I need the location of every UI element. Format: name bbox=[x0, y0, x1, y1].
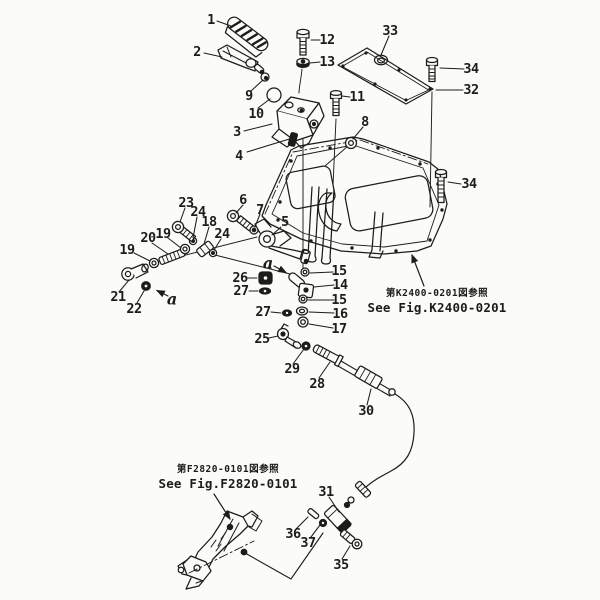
part-bolt-34-right bbox=[434, 168, 448, 204]
part-label-27: 27 bbox=[233, 283, 249, 299]
part-label-31: 31 bbox=[318, 484, 334, 500]
figure-reference-en: See Fig.K2400-0201 bbox=[367, 300, 507, 316]
part-label-10: 10 bbox=[248, 106, 264, 122]
part-label-24: 24 bbox=[190, 204, 206, 220]
part-lever-assembly-bottom bbox=[177, 510, 263, 590]
part-label-29: 29 bbox=[284, 361, 300, 377]
part-label-32: 32 bbox=[463, 82, 479, 98]
part-label-15: 15 bbox=[331, 263, 347, 279]
part-cable-end-31 bbox=[240, 504, 352, 580]
part-threaded-rod-28 bbox=[312, 344, 344, 368]
part-label-19: 19 bbox=[119, 242, 135, 258]
part-bellcrank-5 bbox=[254, 218, 311, 265]
part-nut-17 bbox=[297, 316, 309, 328]
parts-center-joint bbox=[258, 267, 344, 368]
part-label-2: 2 bbox=[193, 44, 201, 60]
part-nut-19a bbox=[179, 243, 191, 255]
part-label-37: 37 bbox=[300, 535, 316, 551]
part-label-22: 22 bbox=[126, 301, 142, 317]
part-bolt-23 bbox=[171, 220, 197, 243]
part-pedal-pad bbox=[224, 16, 269, 58]
part-bolt-34-top bbox=[425, 56, 439, 83]
part-label-6: 6 bbox=[239, 192, 247, 208]
part-label-9: 9 bbox=[245, 88, 253, 104]
part-label-19: 19 bbox=[155, 226, 171, 242]
part-washer-37 bbox=[318, 518, 328, 528]
part-nut-19b bbox=[148, 257, 160, 269]
part-label-36: 36 bbox=[285, 526, 301, 542]
part-label-14: 14 bbox=[332, 277, 348, 293]
figure-reference-en: See Fig.F2820-0101 bbox=[158, 476, 298, 492]
part-label-17: 17 bbox=[331, 321, 347, 337]
match-marker-a-2: a bbox=[262, 253, 274, 273]
part-label-5: 5 bbox=[281, 214, 289, 230]
part-label-15: 15 bbox=[331, 292, 347, 308]
part-bolt-35 bbox=[339, 529, 363, 550]
figure-reference-jp: 第F2820-0101図参照 bbox=[176, 464, 280, 475]
part-label-18: 18 bbox=[201, 214, 217, 230]
lever-hook bbox=[317, 192, 342, 232]
part-bolt-11 bbox=[329, 89, 343, 117]
part-label-34: 34 bbox=[463, 61, 479, 77]
part-washer-15a bbox=[300, 267, 310, 277]
part-label-3: 3 bbox=[233, 124, 241, 140]
part-lever-2 bbox=[217, 44, 265, 75]
part-label-21: 21 bbox=[110, 289, 126, 305]
part-ball-stud-9 bbox=[260, 72, 270, 82]
part-pin-14 bbox=[288, 272, 315, 299]
part-label-12: 12 bbox=[319, 32, 335, 48]
part-nut-13 bbox=[296, 57, 310, 69]
parts-left-linkage bbox=[121, 220, 218, 291]
part-washer-7 bbox=[249, 225, 259, 235]
part-housing bbox=[261, 136, 448, 265]
part-label-34: 34 bbox=[461, 176, 477, 192]
part-fitting-18 bbox=[196, 240, 214, 258]
part-washer-15b bbox=[298, 294, 308, 304]
part-label-24: 24 bbox=[214, 226, 230, 242]
part-nut-8 bbox=[344, 136, 358, 150]
part-label-8: 8 bbox=[361, 114, 369, 130]
part-cover-plate-32 bbox=[337, 47, 434, 105]
part-label-33: 33 bbox=[382, 23, 398, 39]
part-label-7: 7 bbox=[256, 202, 264, 218]
part-label-27: 27 bbox=[255, 304, 271, 320]
part-label-35: 35 bbox=[333, 557, 349, 573]
part-label-26: 26 bbox=[232, 270, 248, 286]
part-bolt-6 bbox=[226, 209, 254, 232]
part-label-28: 28 bbox=[309, 376, 325, 392]
part-label-11: 11 bbox=[349, 89, 365, 105]
part-label-30: 30 bbox=[358, 403, 374, 419]
part-label-16: 16 bbox=[332, 306, 348, 322]
match-marker-a-1: a bbox=[166, 289, 178, 309]
housing-bolt-holes bbox=[276, 146, 444, 253]
part-bracket-3 bbox=[271, 96, 325, 149]
part-label-13: 13 bbox=[319, 54, 335, 70]
part-label-25: 25 bbox=[254, 331, 270, 347]
part-rod-end-25 bbox=[276, 323, 302, 349]
part-label-23: 23 bbox=[178, 195, 194, 211]
part-label-1: 1 bbox=[207, 12, 215, 28]
housing-prongs bbox=[306, 186, 384, 265]
part-ball-10 bbox=[266, 87, 282, 103]
part-pin-36 bbox=[307, 508, 320, 520]
part-bolt-12 bbox=[296, 28, 310, 56]
figure-reference-jp: 第K2400-0201図参照 bbox=[385, 288, 489, 299]
part-label-20: 20 bbox=[140, 230, 156, 246]
part-cable-30 bbox=[337, 360, 415, 509]
part-washer-16 bbox=[295, 306, 309, 316]
part-label-4: 4 bbox=[235, 148, 243, 164]
pointer-arrows bbox=[155, 253, 425, 521]
leader-lines bbox=[118, 20, 465, 560]
